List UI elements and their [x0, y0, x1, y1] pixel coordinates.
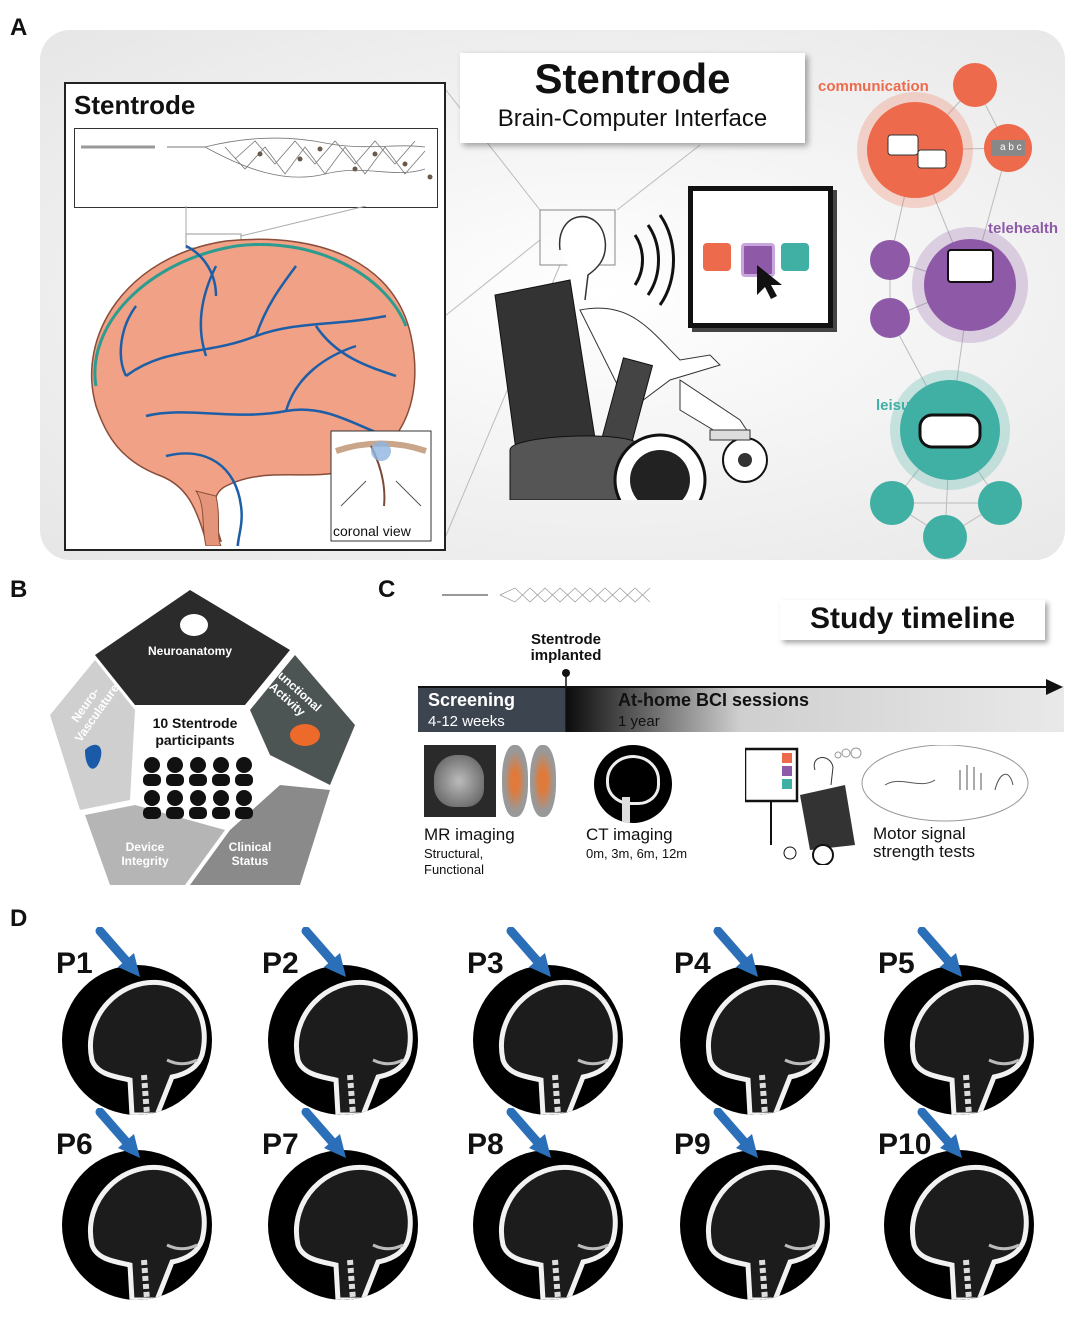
- implant-arrow-icon: [506, 927, 551, 977]
- panel-letter-b: B: [10, 576, 28, 603]
- pentagon-center-title: 10 Stentrode participants: [152, 715, 238, 748]
- communication-label: communication: [818, 78, 929, 95]
- main-title-box: Stentrode Brain-Computer Interface: [460, 53, 805, 143]
- main-title: Stentrode: [534, 55, 731, 102]
- participant-label: P9: [674, 1128, 711, 1161]
- implant-arrow-icon: [301, 927, 346, 977]
- sessions-duration: 1 year: [618, 713, 660, 730]
- ct-imaging-title: CT imaging: [586, 825, 673, 844]
- brain-illustration: [91, 206, 432, 546]
- participant-label: P5: [878, 947, 915, 980]
- ct-scan-disc: [62, 1150, 212, 1300]
- participant-label: P1: [56, 947, 93, 980]
- sessions-label: At-home BCI sessions: [618, 690, 810, 710]
- stent-mesh-icon: [81, 137, 433, 180]
- brain-figure-box: Stentrode: [64, 82, 446, 551]
- panel-letter-c: C: [378, 576, 396, 603]
- panel-letter-a: A: [10, 14, 28, 41]
- implant-arrow-icon: [917, 927, 962, 977]
- gamepad-icon: [781, 243, 809, 271]
- motor-tests-title-1: Motor signal: [873, 824, 966, 843]
- motor-tests-illustration: [745, 745, 1029, 865]
- panel-letter-d: D: [10, 905, 28, 932]
- ct-scan-disc: [884, 965, 1034, 1115]
- screening-duration: 4-12 weeks: [428, 713, 505, 730]
- brain-activity-right: [530, 745, 556, 817]
- ct-scan-disc: [473, 965, 623, 1115]
- stent-device-icon: [442, 587, 651, 603]
- ct-scan-disc: [473, 1150, 623, 1300]
- mr-imaging-title: MR imaging: [424, 825, 515, 844]
- abc-icon-label: a b c: [1000, 142, 1022, 153]
- wheelchair-user-illustration: [494, 209, 768, 500]
- participant-label: P7: [262, 1128, 299, 1161]
- brain-figure-title: Stentrode: [74, 90, 196, 120]
- screening-label: Screening: [428, 690, 516, 710]
- application-network: [857, 63, 1032, 559]
- coronal-view-label: coronal view: [333, 523, 411, 539]
- implant-arrow-icon: [95, 927, 140, 977]
- ct-scan-disc: [680, 1150, 830, 1300]
- participant-label: P8: [467, 1128, 504, 1161]
- implant-arrow-icon: [95, 1108, 140, 1158]
- timeline-bar: [418, 669, 1064, 732]
- implant-arrow-icon: [917, 1108, 962, 1158]
- ct-scan-disc: [680, 965, 830, 1115]
- main-subtitle: Brain-Computer Interface: [497, 105, 768, 132]
- ct-scan-disc: [268, 965, 418, 1115]
- mr-scan-thumbnail: [424, 745, 496, 817]
- participant-label: P6: [56, 1128, 93, 1161]
- implant-arrow-icon: [713, 927, 758, 977]
- telehealth-label: telehealth: [988, 220, 1059, 237]
- participant-label: P4: [674, 947, 711, 980]
- ct-scan-thumbnail: [594, 745, 672, 823]
- ct-scan-disc: [268, 1150, 418, 1300]
- segment-clinical-status: Clinical Status: [228, 840, 272, 868]
- segment-neuroanatomy: Neuroanatomy: [147, 644, 233, 658]
- implant-arrow-icon: [301, 1108, 346, 1158]
- stentrode-implanted-label: Stentrode implanted: [530, 631, 602, 664]
- segment-device-integrity: Device Integrity: [121, 840, 169, 868]
- study-timeline-title: Study timeline: [780, 600, 1045, 640]
- cursor-icon: [757, 265, 782, 299]
- mr-imaging-sub1: Structural,: [424, 846, 484, 861]
- mr-imaging-sub2: Functional: [424, 862, 484, 877]
- ct-scan-disc: [62, 965, 212, 1115]
- participant-label: P2: [262, 947, 299, 980]
- bci-screen: [688, 186, 833, 328]
- participant-pentagon: [50, 590, 355, 885]
- stent-inset: [74, 128, 438, 208]
- ct-scan-disc: [884, 1150, 1034, 1300]
- participant-label: P10: [878, 1128, 932, 1161]
- chat-icon: [703, 243, 731, 271]
- implant-arrow-icon: [713, 1108, 758, 1158]
- brain-activity-left: [502, 745, 528, 817]
- participant-label: P3: [467, 947, 504, 980]
- ct-imaging-sub: 0m, 3m, 6m, 12m: [586, 846, 688, 861]
- leisure-label: leisure: [876, 397, 925, 414]
- motor-tests-title-2: strength tests: [873, 842, 976, 861]
- implant-arrow-icon: [506, 1108, 551, 1158]
